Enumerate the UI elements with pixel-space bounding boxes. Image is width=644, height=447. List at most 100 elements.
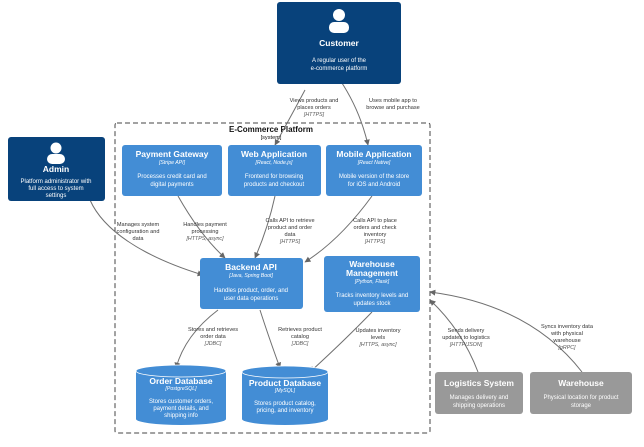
edge-backend-to-productdb bbox=[259, 309, 281, 369]
order-database-desc-3: shipping info bbox=[164, 413, 198, 419]
edge-label-line: Updates inventory bbox=[355, 328, 400, 334]
edge-label-warehouse-mgmt-to-productdb: Updates inventory levels [HTTPS, async] bbox=[355, 328, 400, 348]
edges bbox=[89, 79, 583, 373]
order-database-title: Order Database bbox=[149, 376, 213, 386]
edge-label-tech: [HTTP/JSON] bbox=[449, 342, 483, 348]
edge-label-payment-to-backend: Handles payment processing [HTTPS, async… bbox=[183, 222, 227, 242]
customer-node: Customer A regular user of the e-commerc… bbox=[277, 2, 401, 84]
edge-label-tech: [HTTPS, async] bbox=[358, 342, 397, 348]
edge-label-customer-to-web: Views products and places orders [HTTPS] bbox=[290, 98, 339, 118]
edge-label-line: Stores and retrieves bbox=[188, 327, 238, 333]
edge-label-line: places orders bbox=[297, 105, 331, 111]
warehouse-management-desc-2: updates stock bbox=[353, 301, 391, 307]
edge-label-line: order data bbox=[200, 334, 226, 340]
logistics-system-title: Logistics System bbox=[444, 378, 514, 388]
mobile-application-title: Mobile Application bbox=[336, 149, 411, 159]
edge-label-tech: [HTTPS] bbox=[364, 239, 386, 245]
edge-label-line: Calls API to place bbox=[353, 218, 397, 224]
edge-label-line: updates to logistics bbox=[442, 335, 490, 341]
web-application-title: Web Application bbox=[241, 149, 307, 159]
edge-label-line: Syncs inventory data bbox=[541, 324, 594, 330]
person-icon bbox=[329, 9, 349, 33]
payment-gateway-title: Payment Gateway bbox=[136, 149, 209, 159]
edge-mobile-to-backend bbox=[304, 195, 373, 263]
mobile-application-node: Mobile Application [React Native] Mobile… bbox=[326, 145, 422, 196]
order-database-desc-1: Stores customer orders, bbox=[149, 399, 213, 405]
person-icon bbox=[47, 142, 65, 164]
warehouse-desc-2: storage bbox=[571, 403, 592, 409]
edge-label-line: processing bbox=[191, 229, 218, 235]
edge-label-tech: [HTTPS] bbox=[279, 239, 301, 245]
order-database-desc-2: payment details, and bbox=[153, 406, 208, 412]
admin-desc-3: settings bbox=[46, 193, 67, 199]
edge-label-line: Sends delivery bbox=[448, 328, 485, 334]
order-database-tech: [PostgreSQL] bbox=[164, 386, 197, 392]
warehouse-title: Warehouse bbox=[558, 378, 604, 388]
edge-logistics-to-warehouse-mgmt bbox=[429, 299, 479, 373]
backend-api-desc-1: Handles product, order, and bbox=[214, 288, 288, 294]
edge-label-customer-to-mobile: Uses mobile app to browse and purchase bbox=[366, 98, 420, 111]
edge-label-tech: [HTTPS, async] bbox=[185, 236, 224, 242]
mobile-application-tech: [React Native] bbox=[357, 160, 391, 166]
edge-customer-to-mobile bbox=[339, 79, 370, 146]
edge-label-line: Handles payment bbox=[183, 222, 227, 228]
backend-api-node: Backend API [Java, Spring Boot] Handles … bbox=[200, 258, 303, 309]
edge-backend-to-orderdb bbox=[174, 309, 219, 369]
warehouse-management-tech: [Python, Flask] bbox=[354, 279, 390, 285]
logistics-system-desc-1: Manages delivery and bbox=[450, 395, 509, 401]
edge-customer-to-web bbox=[274, 89, 306, 146]
edge-label-logistics-to-warehouse-mgmt: Sends delivery updates to logistics [HTT… bbox=[442, 328, 490, 348]
backend-api-desc-2: user data operations bbox=[224, 296, 279, 302]
warehouse-management-node: Warehouse Management [Python, Flask] Tra… bbox=[324, 256, 420, 312]
product-database-desc-1: Stores product catalog, bbox=[254, 401, 316, 407]
edge-label-line: data bbox=[133, 236, 145, 242]
system-boundary: E-Commerce Platform [system] bbox=[114, 122, 431, 434]
boundary-title: E-Commerce Platform bbox=[229, 125, 313, 134]
admin-desc-2: full access to system bbox=[28, 186, 83, 192]
backend-api-title: Backend API bbox=[225, 262, 277, 272]
edge-label-backend-to-orderdb: Stores and retrieves order data [JDBC] bbox=[188, 327, 238, 347]
edge-label-line: warehouse bbox=[552, 338, 580, 344]
web-application-node: Web Application [React, Node.js] Fronten… bbox=[228, 145, 321, 196]
edge-label-line: configuration and bbox=[117, 229, 160, 235]
admin-desc-1: Platform administrator with bbox=[20, 179, 91, 185]
edge-label-line: Views products and bbox=[290, 98, 339, 104]
customer-desc-1: A regular user of the bbox=[312, 58, 367, 64]
web-application-desc-2: products and checkout bbox=[244, 182, 305, 188]
edge-label-backend-to-productdb: Retrieves product catalog [JDBC] bbox=[278, 327, 322, 347]
edge-label-line: Calls API to retrieve bbox=[265, 218, 314, 224]
payment-gateway-desc-2: digital payments bbox=[150, 182, 193, 188]
product-database-desc-2: pricing, and inventory bbox=[256, 408, 313, 414]
edge-label-line: with physical bbox=[550, 331, 583, 337]
edge-label-line: Retrieves product bbox=[278, 327, 322, 333]
payment-gateway-node: Payment Gateway [Stripe API] Processes c… bbox=[122, 145, 222, 196]
warehouse-management-title-1: Warehouse bbox=[349, 259, 395, 269]
warehouse-management-title-2: Management bbox=[346, 268, 398, 278]
backend-api-tech: [Java, Spring Boot] bbox=[228, 273, 273, 279]
customer-desc-2: e-commerce platform bbox=[311, 66, 368, 72]
edge-label-web-to-backend: Calls API to retrieve product and order … bbox=[265, 218, 314, 245]
edge-label-line: product and order bbox=[268, 225, 312, 231]
logistics-system-desc-2: shipping operations bbox=[453, 403, 505, 409]
edge-label-line: Manages system bbox=[117, 222, 160, 228]
edge-warehouse-mgmt-to-productdb bbox=[309, 311, 373, 373]
mobile-application-desc-2: for iOS and Android bbox=[348, 182, 400, 188]
product-database-title: Product Database bbox=[249, 378, 322, 388]
edge-label-tech: [HTTPS] bbox=[303, 112, 325, 118]
warehouse-desc-1: Physical location for product bbox=[543, 395, 618, 401]
warehouse-node: Warehouse Physical location for product … bbox=[530, 372, 632, 414]
edge-payment-to-backend bbox=[177, 195, 226, 259]
edge-label-line: data bbox=[285, 232, 297, 238]
edge-label-line: Uses mobile app to bbox=[369, 98, 417, 104]
edge-label-line: browse and purchase bbox=[366, 105, 420, 111]
boundary-type: [system] bbox=[261, 135, 282, 141]
order-database-node: Order Database [PostgreSQL] Stores custo… bbox=[135, 364, 227, 425]
edge-label-tech: [JDBC] bbox=[291, 341, 309, 347]
admin-title: Admin bbox=[43, 164, 69, 174]
product-database-node: Product Database [MySQL] Stores product … bbox=[241, 365, 329, 425]
edge-web-to-backend bbox=[254, 195, 276, 259]
payment-gateway-desc-1: Processes credit card and bbox=[137, 174, 206, 180]
edge-label-mobile-to-backend: Calls API to place orders and check inve… bbox=[353, 218, 397, 245]
edge-label-line: inventory bbox=[364, 232, 387, 238]
